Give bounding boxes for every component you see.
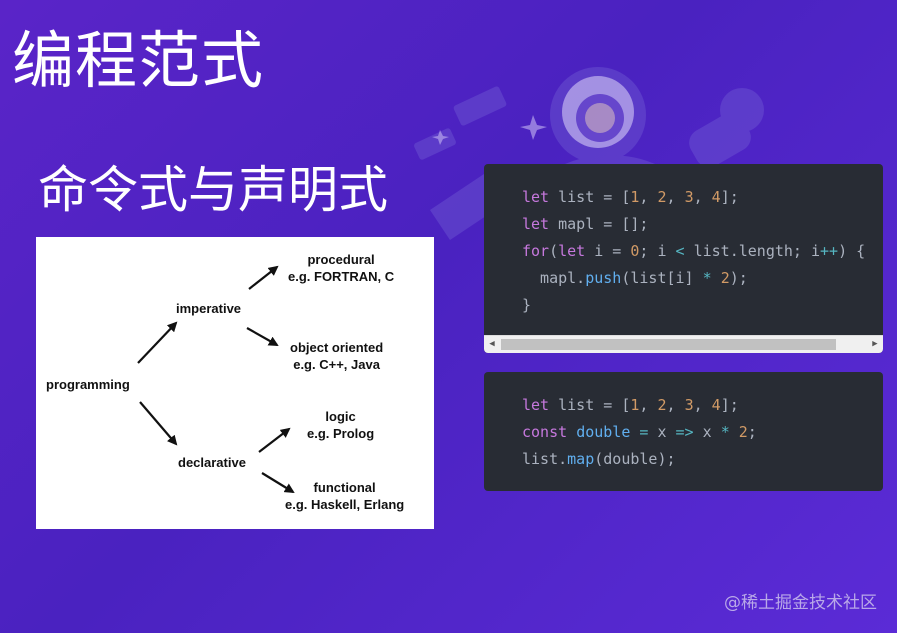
node-logic-label: logic	[325, 409, 356, 424]
code-line: let mapl = [];	[522, 215, 649, 233]
node-functional-example: e.g. Haskell, Erlang	[285, 497, 405, 512]
code-line: }	[522, 296, 532, 314]
arrow-programming-declarative	[139, 401, 178, 446]
scroll-right-icon[interactable]: ▶	[872, 339, 878, 349]
declarative-code-block[interactable]: let list = [1, 2, 3, 4]; const double = …	[484, 372, 883, 491]
code-line: let list = [1, 2, 3, 4];	[522, 188, 739, 206]
node-logic-example: e.g. Prolog	[307, 426, 375, 441]
code-line: const double = x => x * 2;	[522, 423, 757, 441]
imperative-code-block[interactable]: let list = [1, 2, 3, 4]; let mapl = []; …	[484, 164, 883, 353]
paradigm-diagram: programming imperative declarative proce…	[36, 237, 434, 529]
arrow-declarative-logic	[258, 427, 291, 453]
node-procedural-label: procedural	[307, 252, 375, 267]
node-procedural: procedural e.g. FORTRAN, C	[288, 251, 394, 285]
scroll-thumb[interactable]	[501, 339, 836, 350]
slide-title: 编程范式	[12, 24, 265, 97]
code-line: for(let i = 0; i < list.length; i++) {	[522, 242, 866, 260]
node-object-oriented-example: e.g. C++, Java	[293, 357, 380, 372]
declarative-code: let list = [1, 2, 3, 4]; const double = …	[484, 372, 883, 473]
code-line: mapl.push(list[i] * 2);	[522, 269, 748, 287]
code-line: list.map(double);	[522, 450, 676, 468]
imperative-code: let list = [1, 2, 3, 4]; let mapl = []; …	[484, 164, 883, 319]
node-programming: programming	[46, 377, 130, 392]
node-functional: functional e.g. Haskell, Erlang	[285, 479, 404, 513]
arrow-imperative-oo	[246, 327, 279, 346]
node-declarative: declarative	[178, 455, 246, 470]
node-imperative: imperative	[176, 301, 242, 316]
node-object-oriented-label: object oriented	[290, 340, 384, 355]
node-object-oriented: object oriented e.g. C++, Java	[290, 339, 383, 373]
arrow-imperative-procedural	[248, 265, 279, 290]
code-line: let list = [1, 2, 3, 4];	[522, 396, 739, 414]
arrow-programming-imperative	[137, 321, 178, 364]
node-functional-label: functional	[313, 480, 376, 495]
node-logic: logic e.g. Prolog	[307, 408, 374, 442]
slide-subtitle: 命令式与声明式	[38, 161, 388, 219]
horizontal-scrollbar[interactable]: ◀ ▶	[484, 335, 883, 353]
diagram-arrows	[137, 265, 295, 494]
watermark: @稀土掘金技术社区	[724, 593, 877, 613]
arrow-declarative-functional	[261, 472, 295, 494]
scroll-left-icon[interactable]: ◀	[489, 339, 495, 349]
node-procedural-example: e.g. FORTRAN, C	[288, 269, 395, 284]
